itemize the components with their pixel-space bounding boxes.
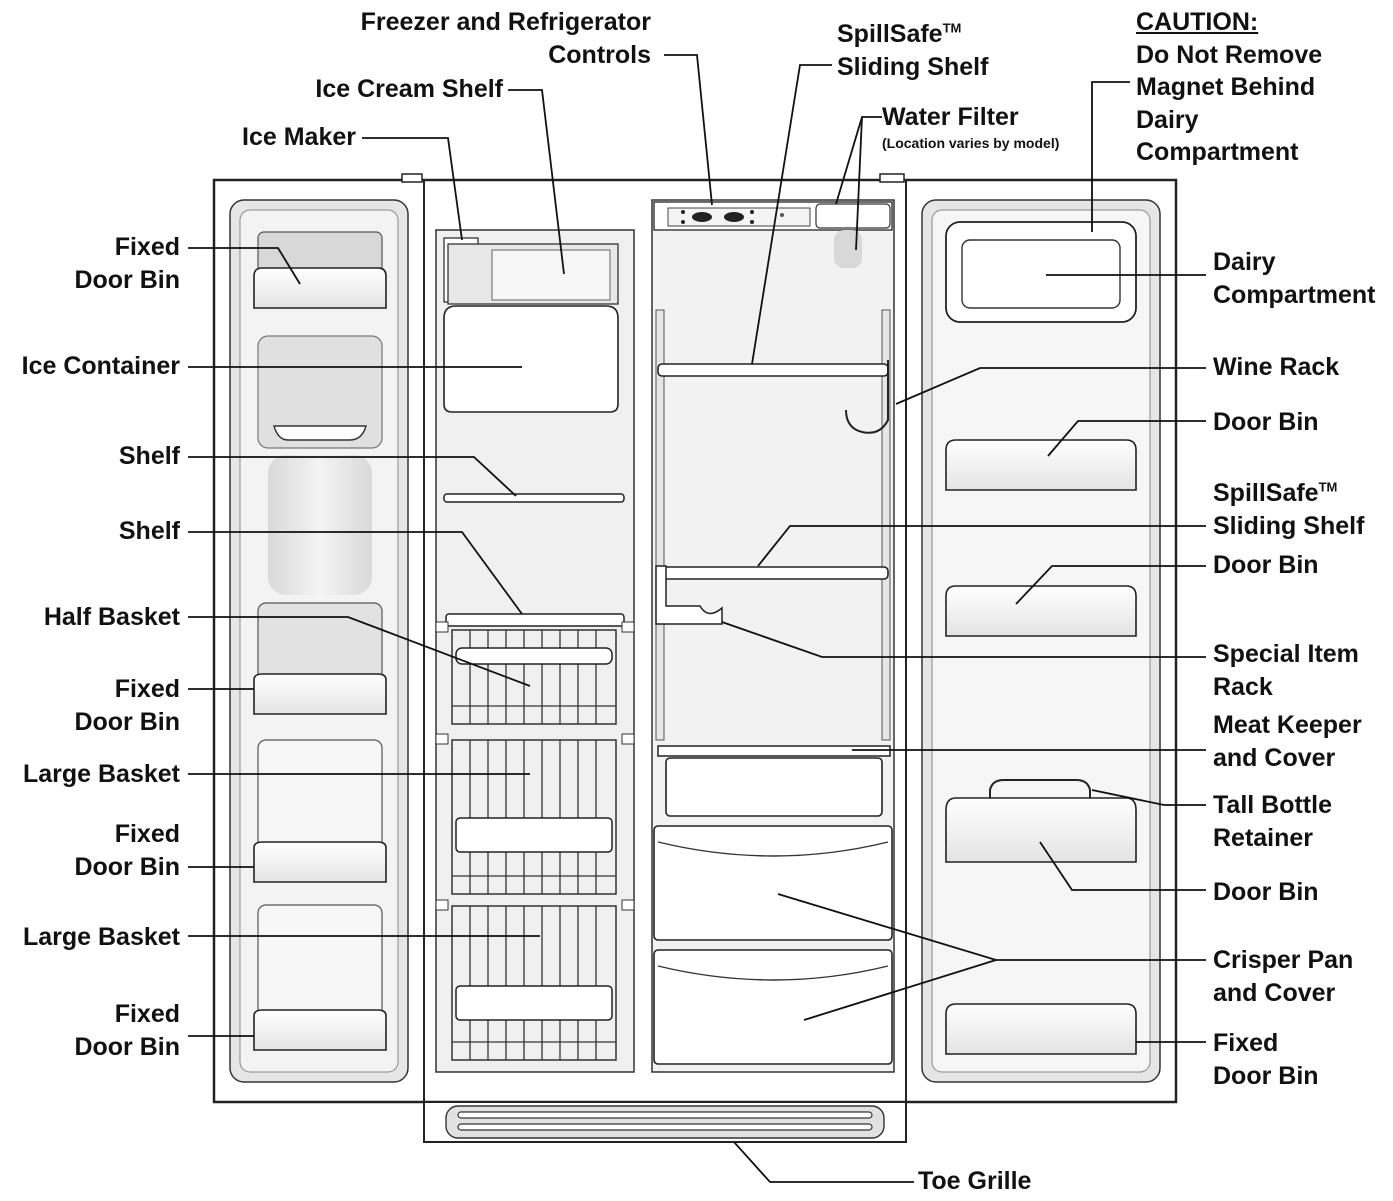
- label-fixed-door-bin-3: Fixed Door Bin: [74, 820, 180, 881]
- label-shelf-1: Shelf: [118, 442, 180, 470]
- label-half-basket: Half Basket: [43, 603, 180, 631]
- label-ice-maker: Ice Maker: [242, 123, 356, 151]
- fresh-food-compartment: [651, 199, 895, 1073]
- label-shelf-2: Shelf: [118, 517, 180, 545]
- label-toe-grille: Toe Grille: [918, 1167, 1032, 1195]
- label-large-basket-1: Large Basket: [22, 760, 180, 788]
- label-door-bin-3: Door Bin: [1213, 878, 1319, 906]
- label-fixed-door-bin-5: Fixed Door Bin: [1213, 1029, 1319, 1090]
- label-fixed-door-bin-2: Fixed Door Bin: [74, 675, 180, 736]
- label-water-filter: Water Filter (Location varies by model): [882, 103, 1060, 151]
- label-caution: CAUTION: Do Not Remove Magnet Behind Dai…: [1136, 8, 1323, 166]
- label-fixed-door-bin-4: Fixed Door Bin: [74, 1000, 180, 1061]
- toe-grille-part: [423, 1101, 907, 1143]
- label-ice-cream-shelf: Ice Cream Shelf: [315, 75, 503, 103]
- label-door-bin-2: Door Bin: [1213, 551, 1319, 579]
- label-fixed-door-bin-1: Fixed Door Bin: [74, 233, 180, 294]
- label-spillsafe-sliding-shelf-top: SpillSafeTM Sliding Shelf: [837, 20, 989, 81]
- label-door-bin-1: Door Bin: [1213, 408, 1319, 436]
- leader-lines: [188, 54, 1206, 1183]
- label-meat-keeper: Meat Keeper and Cover: [1213, 711, 1362, 772]
- label-dairy-compartment: Dairy Compartment: [1213, 248, 1376, 309]
- label-ice-container: Ice Container: [21, 352, 180, 380]
- label-special-item-rack: Special Item Rack: [1213, 640, 1359, 701]
- freezer-compartment: [435, 229, 635, 1073]
- label-crisper-pan: Crisper Pan and Cover: [1213, 946, 1354, 1007]
- label-tall-bottle-retainer: Tall Bottle Retainer: [1213, 791, 1332, 852]
- label-large-basket-2: Large Basket: [22, 923, 180, 951]
- fresh-food-door: [921, 199, 1161, 1083]
- label-freezer-refrigerator-controls: Freezer and Refrigerator Controls: [360, 8, 651, 69]
- label-wine-rack: Wine Rack: [1213, 353, 1340, 381]
- label-spillsafe-sliding-shelf-mid: SpillSafeTM Sliding Shelf: [1213, 479, 1365, 540]
- freezer-door: [229, 199, 409, 1083]
